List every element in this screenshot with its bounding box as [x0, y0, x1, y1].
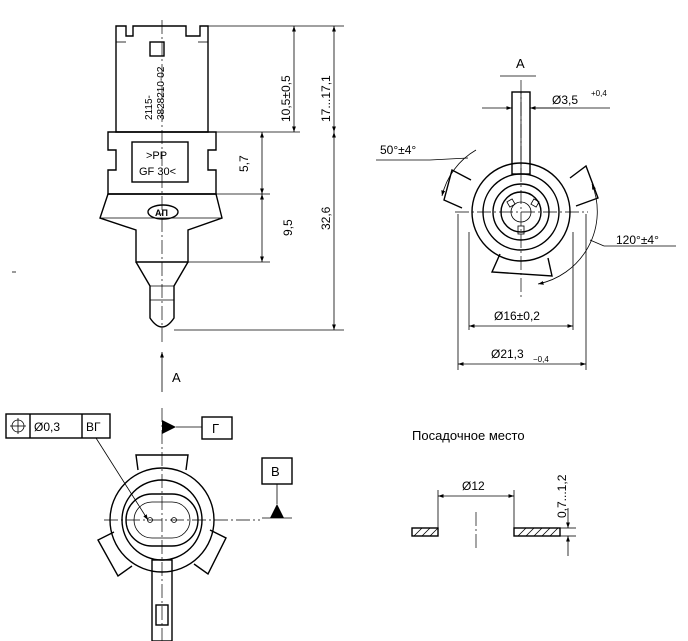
seat-title: Посадочное место	[412, 428, 525, 443]
logo-text: AП	[155, 208, 168, 218]
hole-diameter: Ø3,5	[552, 93, 578, 107]
tolerance-frame	[5, 413, 111, 439]
hole-tolerance: +0,4	[591, 89, 607, 98]
dim-9-5: 9,5	[281, 219, 295, 236]
material-line2: GF 30<	[139, 166, 176, 178]
latch-slot	[149, 41, 165, 57]
bottom-lug-left	[97, 531, 133, 578]
logo-oval	[147, 204, 179, 220]
dim-21-3: Ø21,3	[491, 347, 524, 361]
bottom-view: Ø0,3 ВГ Г В	[5, 408, 293, 641]
angle-120: 120°±4°	[616, 233, 659, 247]
part-number-line2: 3828210-02	[156, 66, 167, 120]
dim-10-5: 10,5±0,5	[279, 75, 293, 122]
datum-g-triangle	[162, 420, 176, 434]
side-view: 2115- 3828210-02 >PP GF 30< AП A 10,5±0,…	[99, 20, 344, 392]
dim-21-3-tolerance: −0,4	[533, 355, 549, 364]
material-label-box	[131, 141, 189, 183]
datum-g-box	[201, 416, 233, 440]
seat-thickness: 0,7...1,2	[555, 474, 569, 518]
view-arrow-label: A	[172, 370, 181, 385]
sensor-taper	[135, 261, 189, 328]
dim-17: 17...17,1	[319, 75, 333, 122]
bottom-lug-top	[135, 454, 189, 471]
seat-plate-left	[411, 527, 439, 537]
view-a: A Ø3,5 +0,4 50°±4° 120°	[376, 56, 676, 370]
view-a-title: A	[516, 56, 525, 71]
angle-50: 50°±4°	[380, 143, 416, 157]
dim-5-7: 5,7	[237, 155, 251, 172]
dim-16: Ø16±0,2	[494, 309, 540, 323]
lug-left	[443, 168, 472, 209]
seat-detail: Посадочное место Ø12 0,7...1,2	[411, 428, 576, 556]
part-number-line1: 2115-	[144, 95, 155, 120]
clip-wings	[99, 193, 223, 263]
datum-v-triangle	[270, 504, 284, 518]
angle-120-arc	[537, 183, 598, 285]
datum-g: Г	[212, 421, 219, 436]
material-line1: >PP	[146, 150, 167, 162]
lug-right	[569, 164, 599, 207]
latch-stem	[151, 559, 173, 641]
tolerance-datums: ВГ	[86, 420, 101, 434]
tolerance-value: Ø0,3	[34, 420, 60, 434]
bottom-lug-right	[193, 529, 227, 576]
dim-32-6: 32,6	[319, 206, 333, 230]
seat-plate-right	[513, 527, 561, 537]
datum-v: В	[271, 464, 280, 479]
angle-50-arc	[441, 149, 477, 197]
seat-diameter: Ø12	[462, 479, 485, 493]
